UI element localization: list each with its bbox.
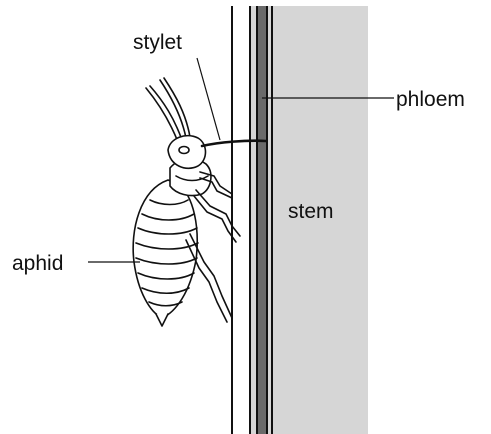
aphid-antenna-1 bbox=[146, 88, 178, 142]
aphid-abdomen-tip bbox=[156, 314, 168, 326]
phloem-tube bbox=[257, 6, 267, 434]
stem-epidermis bbox=[232, 6, 250, 434]
aphid-label: aphid bbox=[12, 252, 63, 275]
aphid-eye bbox=[179, 147, 189, 154]
stylet-label: stylet bbox=[133, 31, 182, 54]
stylet-leader bbox=[197, 58, 220, 140]
stem-label: stem bbox=[288, 200, 334, 223]
aphid-antenna-1b bbox=[150, 86, 182, 140]
phloem-label: phloem bbox=[396, 88, 465, 111]
